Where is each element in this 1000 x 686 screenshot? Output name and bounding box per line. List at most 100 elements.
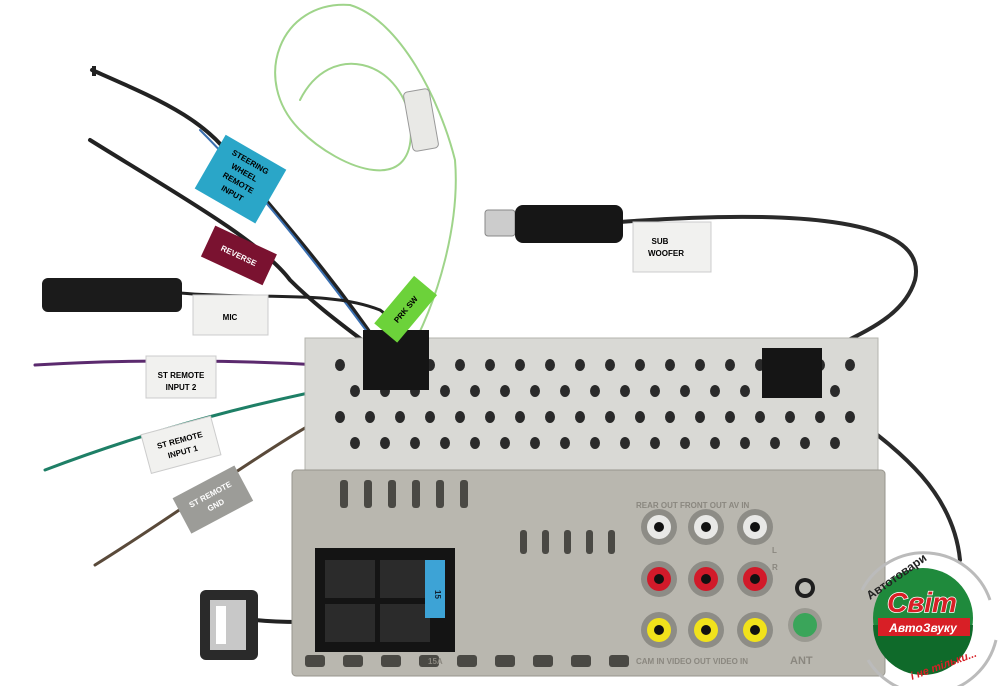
vent-hole (770, 437, 780, 449)
vent-hole (335, 359, 345, 371)
vent-hole (845, 359, 855, 371)
mic-tag: MIC (192, 294, 269, 336)
prk-sw-tag: PRK SW (374, 275, 438, 343)
vent-hole (470, 437, 480, 449)
vent-hole (590, 437, 600, 449)
subwoofer-wire (618, 214, 962, 562)
vent-hole (830, 385, 840, 397)
vent-slot (609, 655, 629, 667)
st-remote-input-2-tag: ST REMOTE INPUT 2 (145, 355, 217, 399)
vent-slot (533, 655, 553, 667)
vent-hole (560, 385, 570, 397)
vent-hole (515, 359, 525, 371)
rca-bottom-label: CAM IN VIDEO OUT VIDEO IN (636, 657, 748, 666)
rca-jack-center (750, 574, 760, 584)
vent-hole (680, 437, 690, 449)
svg-text:MIC: MIC (223, 313, 238, 322)
logo-brand: Світ (887, 587, 957, 618)
vent-hole (605, 359, 615, 371)
vent-slot (564, 530, 571, 554)
vent-hole (620, 437, 630, 449)
vent-hole (620, 385, 630, 397)
vent-hole (470, 385, 480, 397)
vent-hole (785, 411, 795, 423)
rca-top-label: REAR OUT FRONT OUT AV IN (636, 501, 750, 510)
vent-hole (695, 359, 705, 371)
vent-hole (530, 437, 540, 449)
rca-jack-center (654, 522, 664, 532)
vent-hole (680, 385, 690, 397)
vent-hole (455, 411, 465, 423)
vent-slot (388, 480, 396, 508)
vent-hole (530, 385, 540, 397)
st-remote-gnd-tag: ST REMOTE GND (172, 465, 254, 534)
vent-slot (381, 655, 401, 667)
vent-slot (364, 480, 372, 508)
vent-hole (440, 437, 450, 449)
vent-hole (455, 359, 465, 371)
vent-hole (440, 385, 450, 397)
rca-jack-center (701, 522, 711, 532)
vent-hole (515, 411, 525, 423)
vent-hole (755, 411, 765, 423)
vent-slot (460, 480, 468, 508)
reverse-tag: REVERSE (200, 225, 277, 286)
vent-hole (380, 437, 390, 449)
vent-slot (495, 655, 515, 667)
vent-hole (575, 411, 585, 423)
fuse (425, 560, 445, 618)
vent-hole (665, 411, 675, 423)
vent-hole (665, 359, 675, 371)
vent-hole (695, 411, 705, 423)
grommet-right (762, 348, 822, 398)
vent-hole (335, 411, 345, 423)
vent-hole (830, 437, 840, 449)
vent-slot (571, 655, 591, 667)
subwoofer-rca-plug (515, 205, 623, 243)
vent-slot (436, 480, 444, 508)
vent-slot (457, 655, 477, 667)
vent-hole (605, 411, 615, 423)
vent-slot (340, 480, 348, 508)
vent-slot (542, 530, 549, 554)
vent-hole (560, 437, 570, 449)
vent-hole (710, 385, 720, 397)
vent-slot (608, 530, 615, 554)
vent-slot (412, 480, 420, 508)
rca-jack-center (750, 625, 760, 635)
vent-slot (343, 655, 363, 667)
vent-slot (520, 530, 527, 554)
steering-tag: STEERING WHEEL REMOTE INPUT (194, 134, 287, 224)
vent-hole (395, 411, 405, 423)
vent-hole (485, 359, 495, 371)
vent-hole (740, 385, 750, 397)
vent-hole (725, 411, 735, 423)
mic-jack (42, 278, 182, 312)
vent-hole (590, 385, 600, 397)
vent-hole (740, 437, 750, 449)
vent-hole (500, 437, 510, 449)
vent-hole (845, 411, 855, 423)
vent-hole (635, 411, 645, 423)
vent-hole (710, 437, 720, 449)
rca-jack-center (750, 522, 760, 532)
vent-hole (575, 359, 585, 371)
st-remote-input-1-tag: ST REMOTE INPUT 1 (140, 415, 222, 474)
vent-hole (800, 437, 810, 449)
prk-fuse-holder (403, 88, 439, 152)
vent-hole (425, 411, 435, 423)
svg-text:WOOFER: WOOFER (648, 249, 684, 258)
subwoofer-tag: SUB WOOFER (632, 221, 712, 273)
fuse-rating: 15A (428, 657, 443, 666)
vent-hole (725, 359, 735, 371)
rca-jack-center (701, 625, 711, 635)
vent-slot (586, 530, 593, 554)
vent-hole (350, 437, 360, 449)
svg-text:SUB: SUB (652, 237, 669, 246)
lr-label-r: R (772, 563, 778, 572)
rca-jack-center (654, 625, 664, 635)
fuse-value: 15 (433, 590, 442, 599)
svg-text:INPUT 2: INPUT 2 (166, 383, 197, 392)
